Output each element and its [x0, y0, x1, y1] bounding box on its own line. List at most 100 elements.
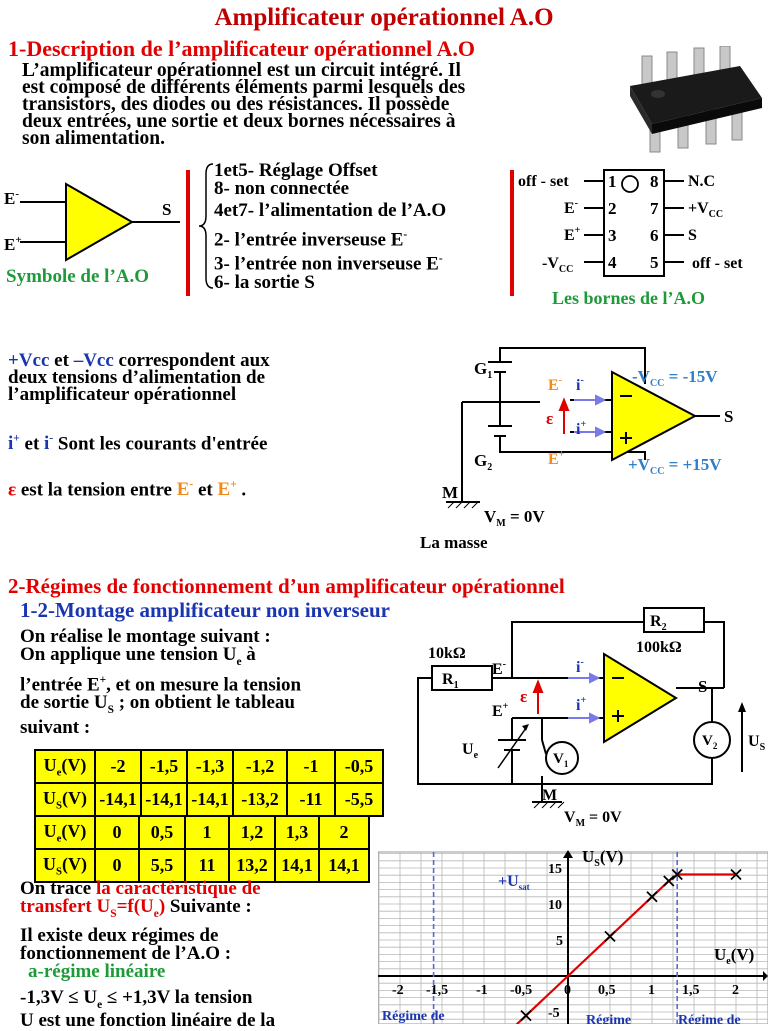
separator — [510, 170, 514, 296]
vcc-minus: –Vcc — [73, 350, 114, 371]
table-cell: -14,1 — [140, 782, 188, 817]
pin-6: 6 — [650, 226, 659, 245]
x-tick-label: 0 — [564, 983, 571, 998]
table-cell: -1,5 — [140, 749, 188, 784]
separator — [186, 170, 190, 296]
eps-line: ε est la tension entre E- et E+ . — [8, 479, 247, 501]
ic-chip-image — [630, 46, 762, 153]
table-cell: -1,3 — [186, 749, 234, 784]
output-label: S — [698, 677, 707, 696]
table-cell: 14,1 — [318, 848, 370, 883]
data-point-mark — [663, 875, 675, 887]
data-point — [671, 868, 683, 881]
et: et — [24, 433, 40, 455]
pin-8: 8 — [650, 172, 659, 191]
y-tick-label: 10 — [548, 898, 562, 913]
table-cell: 14,1 — [274, 848, 320, 883]
output-label: S — [724, 407, 733, 426]
pin-label-offset: off - set — [692, 255, 743, 272]
pinout-diagram: 1 2 3 4 8 7 6 5 off - set E- E+ -VCC N.C… — [518, 169, 743, 277]
data-point — [646, 891, 658, 903]
intro-line: deux entrées, une sortie et deux bornes … — [22, 111, 456, 132]
vcc-plus: +Vcc — [8, 350, 50, 371]
table-cell: 1 — [184, 815, 230, 850]
svg-text:E+: E+ — [564, 225, 581, 244]
x-tick-label: 2 — [732, 983, 739, 998]
currents-line: i+ et i- Sont les courants d'entrée — [8, 433, 268, 455]
supply-line: l’amplificateur opérationnel — [8, 384, 237, 405]
pin-label-nc: N.C — [688, 173, 715, 190]
pin-3: 3 — [608, 226, 617, 245]
non-inverting-circuit: R2 100kΩ R1 10kΩ E- E+ i- i+ ε S Ue V1 V… — [417, 607, 766, 829]
pin-label-e-plus: E — [564, 227, 575, 244]
x-tick-label: 0,5 — [598, 983, 616, 998]
r1-label: R — [442, 671, 454, 688]
x-tick-label: -1 — [476, 983, 488, 998]
y-axis-arrow — [563, 850, 573, 858]
intro-line: son alimentation. — [22, 128, 166, 149]
pin-label-offset: off - set — [518, 173, 569, 190]
pins-legend: 1et5- Réglage Offset 8- non connectée 4e… — [214, 161, 514, 296]
vm-label: V — [484, 507, 497, 526]
table-cell: -14,1 — [94, 782, 142, 817]
eps-label: ε — [520, 687, 527, 706]
svg-text:G2: G2 — [474, 451, 492, 473]
pin-7: 7 — [650, 199, 659, 218]
svg-text:-VCC = -15V: -VCC = -15V — [632, 367, 718, 389]
legend-line: 6- la sortie S — [214, 272, 315, 293]
supply-line: deux tensions d’alimentation de — [8, 367, 266, 388]
data-point — [730, 868, 742, 881]
vminus-value: = -15V — [664, 367, 718, 386]
table-cell: -14,1 — [186, 782, 234, 817]
data-point-mark — [604, 930, 616, 943]
vm-value: = 0V — [585, 809, 622, 826]
legend-line: 8- non connectée — [214, 178, 350, 199]
svg-text:US: US — [748, 733, 766, 753]
section2-text: On réalise le montage suivant : On appli… — [20, 627, 415, 737]
data-point-mark — [730, 868, 742, 881]
supply-line: correspondent aux — [118, 350, 270, 371]
svg-text:i+: i+ — [576, 419, 586, 438]
table-cell: 0,5 — [138, 815, 186, 850]
table-cell: -11 — [286, 782, 336, 817]
svg-text:R2: R2 — [650, 613, 667, 633]
svg-text:i+: i+ — [576, 695, 586, 714]
x-axis-label: Ue(V) — [714, 945, 754, 967]
x-tick-label: -0,5 — [510, 983, 532, 998]
bornes-caption: Les bornes de l’A.O — [552, 288, 705, 308]
y-tick-label: 15 — [548, 862, 562, 877]
svg-text:VM = 0V: VM = 0V — [564, 809, 622, 829]
svg-text:E-: E- — [492, 659, 506, 678]
section2-heading: 2-Régimes de fonctionnement d’un amplifi… — [8, 574, 565, 598]
data-point — [604, 930, 616, 943]
table-cell: 1,2 — [228, 815, 276, 850]
r1-value: 10kΩ — [428, 645, 466, 662]
vm-value: = 0V — [506, 507, 546, 526]
data-point — [663, 875, 675, 887]
linear-cond: -1,3V ≤ U — [20, 986, 98, 1008]
table-row: US(V) 0 5,5 11 13,2 14,1 14,1 — [34, 848, 370, 883]
trace-red: transfert U — [20, 896, 111, 917]
table-cell: 2 — [318, 815, 370, 850]
text-line: ; on obtient le tableau — [113, 692, 295, 714]
table-cell: -13,2 — [232, 782, 288, 817]
pin-5: 5 — [650, 253, 659, 272]
bottom-cut-text: U est une fonction linéaire de la — [20, 1010, 276, 1031]
svg-text:+VCC: +VCC — [688, 200, 723, 220]
svg-text:S: S — [162, 200, 171, 219]
intro-line: L’amplificateur opérationnel est un circ… — [22, 60, 461, 81]
vplus-value: = +15V — [664, 455, 722, 474]
table-row: Ue(V) -2 -1,5 -1,3 -1,2 -1 -0,5 — [34, 749, 384, 784]
svg-text:E+: E+ — [4, 234, 22, 254]
regimes-line: Il existe deux régimes de — [20, 924, 219, 946]
opamp-symbol: E- E+ S — [4, 182, 180, 262]
regimes-line: fonctionnement de l’A.O : — [20, 942, 232, 964]
table-cell: 13,2 — [228, 848, 276, 883]
trace-text: On trace la caractéristique de transfert… — [20, 879, 380, 1014]
r2-value: 100kΩ — [636, 639, 682, 656]
table-cell: -2 — [94, 749, 142, 784]
legend-line: 2- l’entrée inverseuse E — [214, 229, 404, 251]
intro-line: est composé de différents éléments parmi… — [22, 77, 466, 98]
text-line: l’entrée E — [20, 674, 100, 696]
